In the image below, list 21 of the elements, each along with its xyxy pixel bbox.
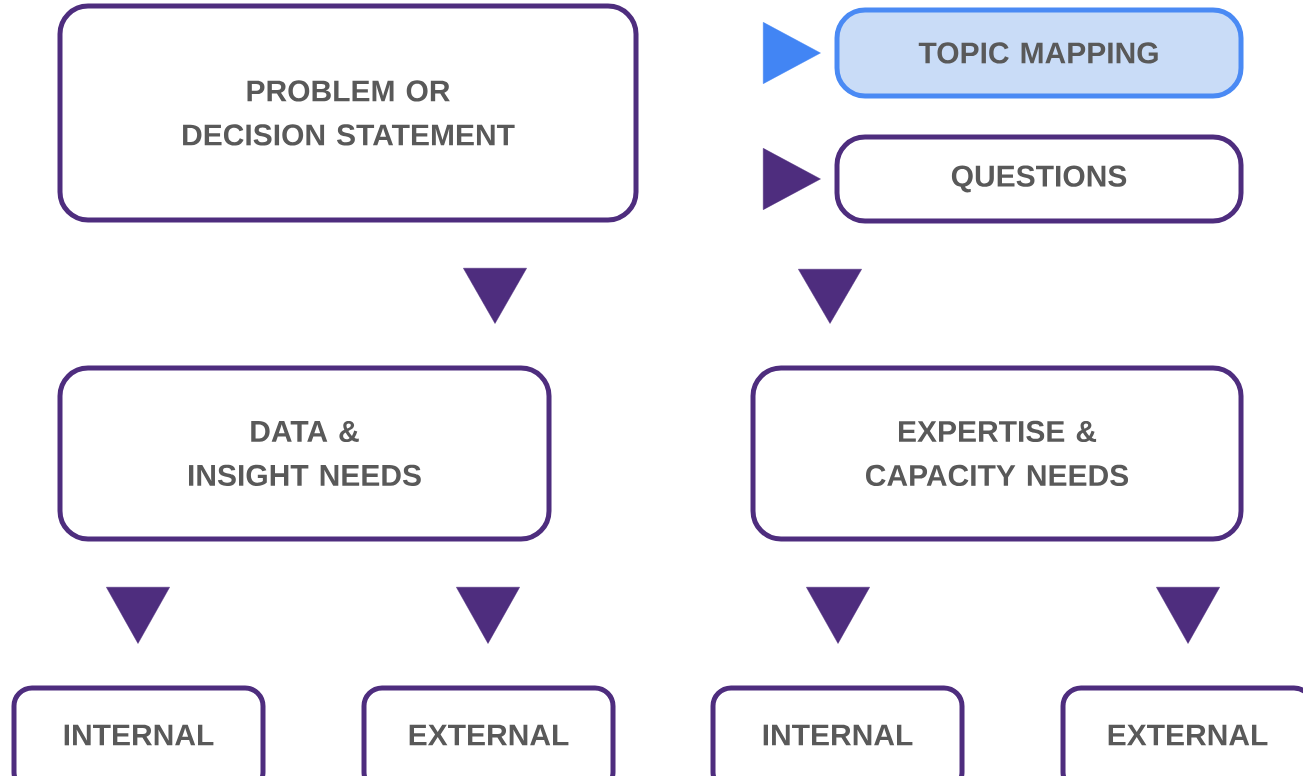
process-box — [710, 685, 965, 776]
process-box: QUESTIONS — [834, 134, 1244, 224]
node-label: EXTERNAL — [409, 724, 569, 746]
process-box: DATA & INSIGHT NEEDS — [57, 365, 552, 542]
process-box — [11, 685, 266, 776]
node-label: INTERNAL — [64, 724, 214, 746]
arrow — [806, 586, 870, 644]
arrow — [1156, 586, 1220, 644]
highlighted-box: TOPIC MAPPING — [834, 7, 1244, 99]
process-box — [361, 685, 616, 776]
arrow — [106, 586, 170, 644]
arrow — [798, 268, 862, 324]
arrow — [762, 148, 821, 210]
process-box: EXPERTISE & CAPACITY NEEDS — [750, 365, 1244, 542]
process-box: PROBLEM OR DECISION STATEMENT — [57, 3, 639, 223]
node-label: EXTERNAL — [1108, 724, 1268, 746]
arrow — [463, 267, 527, 324]
arrow — [456, 586, 520, 644]
process-box — [1060, 685, 1303, 776]
arrow — [762, 22, 821, 84]
node-label: INTERNAL — [763, 724, 913, 746]
